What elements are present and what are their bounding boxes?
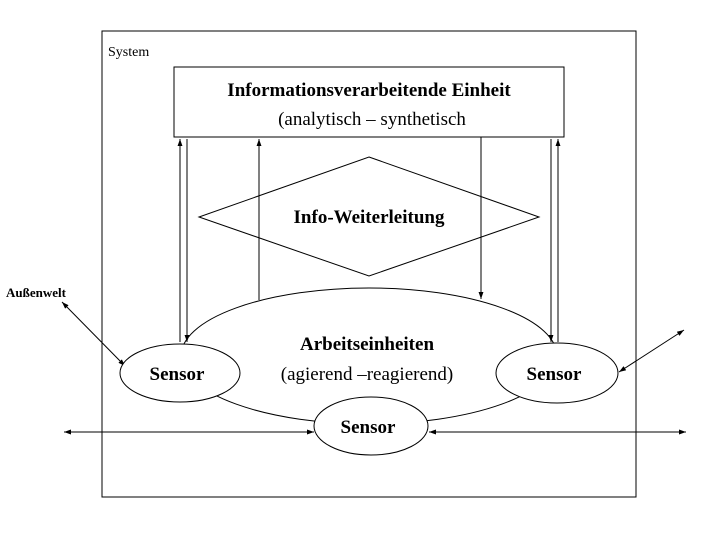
system-boundary [101, 30, 637, 498]
system-label: System [108, 45, 149, 60]
sensor-left-label: Sensor [150, 364, 205, 385]
info-forwarding-label: Info-Weiterleitung [294, 207, 445, 228]
outside-world-label: Außenwelt [6, 285, 67, 300]
sensor-right-label: Sensor [527, 364, 582, 385]
sensor-right-ellipse [495, 342, 619, 404]
processing-unit-title: Informationsverarbeitende Einheit [227, 80, 511, 101]
work-units-title: Arbeitseinheiten [300, 334, 434, 355]
info-forwarding-diamond [197, 156, 541, 277]
sensor-bottom-ellipse [313, 396, 429, 456]
sensor-right-to-outside-arrow [618, 329, 685, 373]
outside-to-sensor-left-arrow [61, 301, 126, 367]
sensor-left-ellipse [119, 343, 241, 403]
work-units-subtitle: (agierend –reagierend) [281, 364, 453, 385]
processing-unit-box [173, 66, 565, 138]
sensor-bottom-label: Sensor [341, 417, 396, 438]
processing-unit-subtitle: (analytisch – synthetisch [278, 109, 466, 130]
